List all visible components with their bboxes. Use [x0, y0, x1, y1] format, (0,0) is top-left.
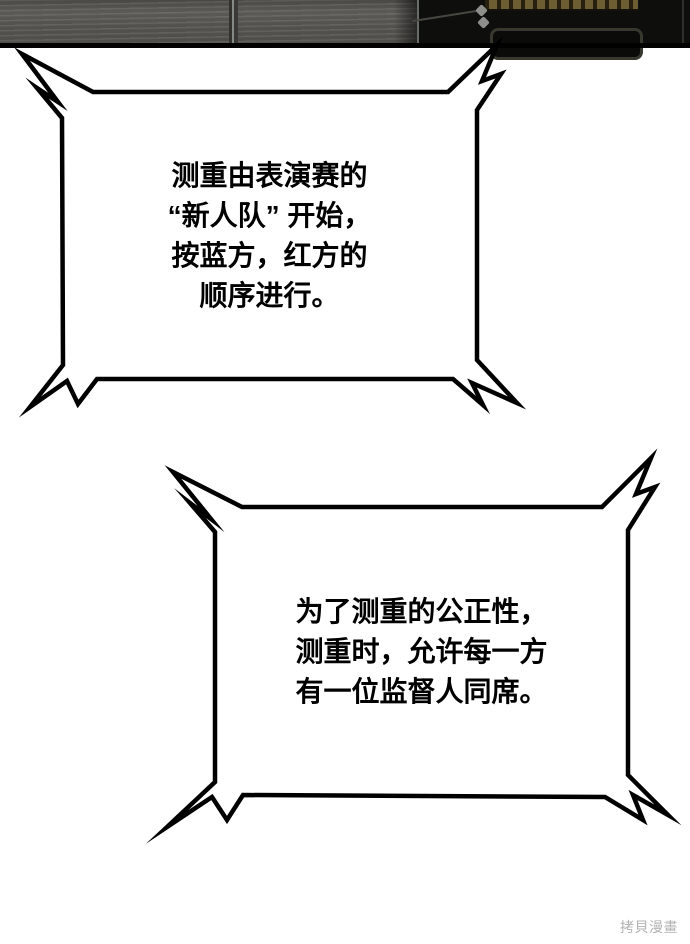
panel-bottom-border	[0, 43, 690, 48]
metal-wall	[0, 0, 419, 43]
speech-bubble-2-outline	[145, 448, 682, 844]
dialog-line: 测重由表演赛的	[171, 160, 368, 191]
dialog-line: “新人队” 开始，	[167, 200, 372, 231]
dialog-line: 为了测重的公正性，	[295, 596, 548, 627]
speech-bubble-2-text: 为了测重的公正性， 测重时，允许每一方 有一位监督人同席。	[215, 507, 628, 797]
dialog-line: 按蓝方，红方的	[171, 240, 368, 271]
amplifier-control-panel	[485, 0, 638, 11]
dialog-line: 测重时，允许每一方	[295, 636, 548, 667]
metal-wall-seam	[229, 0, 238, 43]
speech-bubble-1-outline	[14, 35, 527, 418]
speech-bubble-1-text: 测重由表演赛的 “新人队” 开始， 按蓝方，红方的 顺序进行。	[62, 92, 477, 380]
metal-wall-edge-highlight	[417, 0, 419, 43]
dialog-line: 顺序进行。	[199, 280, 340, 311]
dialog-line: 有一位监督人同席。	[295, 676, 548, 707]
scene-panel	[0, 0, 690, 60]
cabinet-side-highlight	[682, 0, 684, 43]
watermark: 拷貝漫畫	[620, 919, 678, 935]
